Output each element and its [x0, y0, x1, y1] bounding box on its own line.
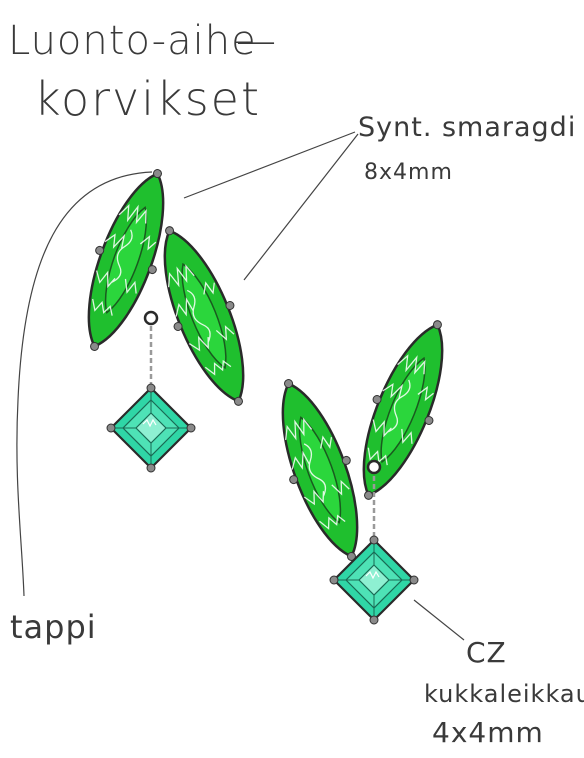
label-emerald-size: 8x4mm: [364, 160, 453, 185]
label-emerald: Synt. smaragdi: [358, 112, 577, 143]
label-post: tappi: [10, 608, 97, 646]
label-cz: CZ: [466, 636, 507, 669]
label-cz-cut: kukkaleikkaus: [424, 680, 584, 708]
cz-stone-top: [105, 382, 197, 474]
title-dash: —: [236, 18, 277, 64]
title-line2: korvikset: [34, 72, 261, 126]
leader-post: [16, 171, 153, 597]
leader-emerald-2: [243, 133, 359, 281]
leader-emerald-1: [183, 131, 356, 199]
earring-bottom: [255, 307, 470, 626]
emerald-leaf-back: [336, 307, 470, 513]
leader-cz: [413, 599, 465, 641]
jump-ring-top: [143, 310, 159, 326]
label-cz-size: 4x4mm: [432, 716, 544, 749]
earring-top: [61, 157, 271, 474]
jump-ring-bottom: [366, 459, 382, 475]
title-line1: Luonto-aihe: [8, 18, 257, 64]
